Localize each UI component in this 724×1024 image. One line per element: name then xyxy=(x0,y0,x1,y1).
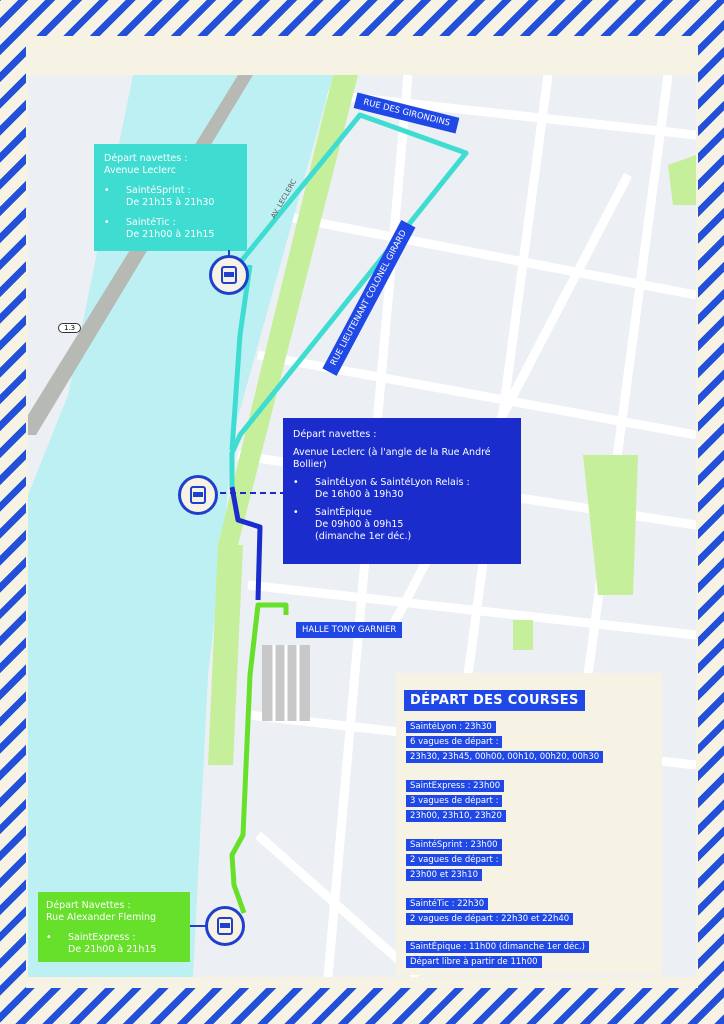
time: De 16h00 à 19h30 xyxy=(315,489,404,500)
route-teal xyxy=(228,112,469,487)
course-row: 2 vagues de départ : xyxy=(406,854,503,866)
course-row: SaintÉpique : 11h00 (dimanche 1er déc.) xyxy=(406,941,589,953)
title: Départ Navettes : xyxy=(46,900,131,911)
route-green xyxy=(229,602,289,914)
time: De 21h15 à 21h30 xyxy=(126,197,215,208)
bus-stop-south[interactable] xyxy=(205,906,245,946)
time: De 09h00 à 09h15 xyxy=(315,519,404,530)
course-row: 6 vagues de départ : xyxy=(406,736,503,748)
bullet: • xyxy=(293,477,299,488)
connector xyxy=(190,925,206,927)
course-row: 23h00 et 23h10 xyxy=(406,869,483,881)
race-name: SaintÉpique xyxy=(315,507,372,518)
location: Rue Alexander Fleming xyxy=(46,912,157,923)
route-teal-avenue xyxy=(229,264,253,451)
shuttle-info-north: Départ navettes : Avenue Leclerc • Sainté… xyxy=(94,144,247,251)
time: De 21h00 à 21h15 xyxy=(126,229,215,240)
location: Avenue Leclerc (à l'angle de la Rue Andr… xyxy=(293,447,491,470)
course-row: 2 vagues de départ : 22h30 et 22h40 xyxy=(406,913,574,925)
route-navy xyxy=(229,486,263,601)
title: Départ navettes : xyxy=(104,153,188,164)
bullet: • xyxy=(293,507,299,518)
panel-title: DÉPART DES COURSES xyxy=(404,690,585,711)
bus-icon xyxy=(217,917,233,935)
bullet: • xyxy=(46,932,52,943)
course-row: 23h00, 23h10, 23h20 xyxy=(406,810,506,822)
location: Avenue Leclerc xyxy=(104,165,176,176)
bullet: • xyxy=(104,185,110,196)
bus-stop-center[interactable] xyxy=(178,475,218,515)
parks xyxy=(208,75,696,765)
bus-icon xyxy=(190,486,206,504)
halle-tony-garnier-label: HALLE TONY GARNIER xyxy=(296,622,403,638)
note: (dimanche 1er déc.) xyxy=(315,531,412,542)
course-row: SaintéTic : 22h30 xyxy=(406,898,489,910)
race-name: SaintExpress : xyxy=(68,932,136,943)
bus-icon xyxy=(221,266,237,284)
course-row: SaintéLyon : 23h30 xyxy=(406,721,496,733)
race-name: SaintéSprint : xyxy=(126,185,191,196)
course-row: Départ libre à partir de 11h00 xyxy=(406,956,542,968)
title: Départ navettes : xyxy=(293,429,377,440)
course-row: SaintéSprint : 23h00 xyxy=(406,839,502,851)
bus-stop-north[interactable] xyxy=(209,255,249,295)
race-name: SaintéLyon & SaintéLyon Relais : xyxy=(315,477,470,488)
course-row: 3 vagues de départ : xyxy=(406,795,503,807)
connector xyxy=(228,250,230,258)
race-start-panel: DÉPART DES COURSES SaintéLyon : 23h30 6 … xyxy=(396,673,662,975)
race-name: SaintéTic : xyxy=(126,217,176,228)
road-marker: 1.3 xyxy=(58,323,82,333)
shuttle-info-center: Départ navettes : Avenue Leclerc (à l'an… xyxy=(283,418,521,564)
time: De 21h00 à 21h15 xyxy=(68,944,157,955)
bullet: • xyxy=(104,217,110,228)
halle-building xyxy=(262,645,310,721)
course-row: 23h30, 23h45, 00h00, 00h10, 00h20, 00h30 xyxy=(406,751,604,763)
shuttle-info-south: Départ Navettes : Rue Alexander Fleming … xyxy=(38,892,190,962)
course-row: SaintExpress : 23h00 xyxy=(406,780,505,792)
